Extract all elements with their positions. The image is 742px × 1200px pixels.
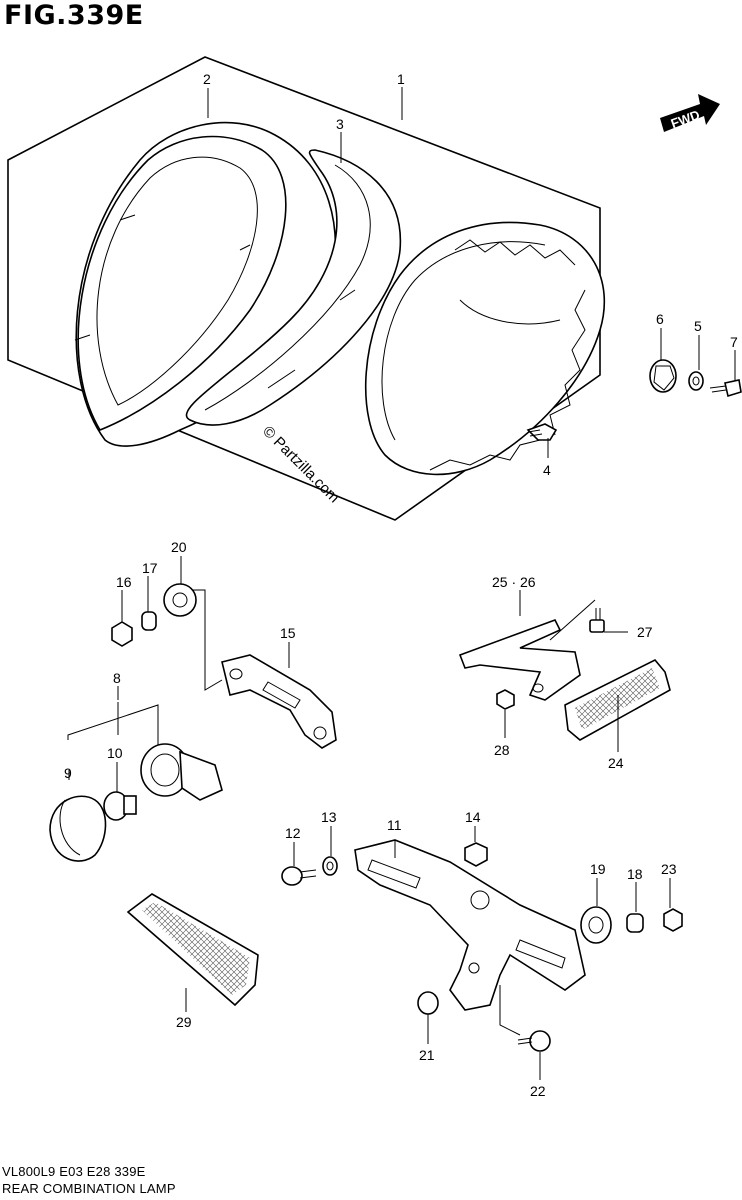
fwd-label: FWD xyxy=(669,107,702,131)
part-20-grommet xyxy=(163,583,197,617)
part-21-nut xyxy=(417,991,439,1015)
callout-1: 1 xyxy=(397,71,405,87)
callout-21: 21 xyxy=(419,1047,435,1063)
callout-25-26: 25 · 26 xyxy=(492,574,536,590)
part-22-screw xyxy=(517,1030,551,1052)
callout-leaders xyxy=(68,87,736,1080)
callout-3: 3 xyxy=(336,116,344,132)
part-18-collar xyxy=(626,913,644,933)
part-4-screw xyxy=(526,423,558,441)
part-14-nut xyxy=(464,842,488,867)
callout-18: 18 xyxy=(627,866,643,882)
watermark: © Partzilla.com xyxy=(259,423,342,506)
callout-6: 6 xyxy=(656,311,664,327)
callout-7: 7 xyxy=(730,334,738,350)
leader-25 xyxy=(549,599,596,641)
figure-caption: REAR COMBINATION LAMP xyxy=(2,1181,176,1196)
callout-17: 17 xyxy=(142,560,158,576)
callout-4: 4 xyxy=(543,462,551,478)
callout-20: 20 xyxy=(171,539,187,555)
callout-19: 19 xyxy=(590,861,606,877)
callout-12: 12 xyxy=(285,825,301,841)
callout-10: 10 xyxy=(107,745,123,761)
part-29-reflector xyxy=(126,893,259,1007)
callout-22: 22 xyxy=(530,1083,546,1099)
part-10-bulb xyxy=(103,791,137,821)
callout-11: 11 xyxy=(387,817,402,833)
callout-8: 8 xyxy=(113,670,121,686)
model-code: VL800L9 E03 E28 339E xyxy=(2,1164,146,1179)
page-title: FIG.339E xyxy=(4,0,144,31)
callout-14: 14 xyxy=(465,809,481,825)
part-12-bolt xyxy=(281,866,317,886)
part-25-26-bracket xyxy=(458,619,581,701)
leader-20-15 xyxy=(192,589,223,691)
part-15-bracket xyxy=(221,654,337,749)
part-6-grommet xyxy=(649,359,677,393)
part-1-lamp-body xyxy=(365,221,605,476)
callout-13: 13 xyxy=(321,809,337,825)
callout-16: 16 xyxy=(116,574,132,590)
part-7-screw xyxy=(709,379,742,398)
part-3-gasket xyxy=(185,149,402,426)
callout-2: 2 xyxy=(203,71,211,87)
forward-arrow-icon: FWD xyxy=(660,94,720,132)
part-13-washer xyxy=(322,856,338,876)
part-17-collar xyxy=(141,611,157,631)
part-27-screw xyxy=(589,608,605,633)
callout-numbers: 1 2 3 4 5 6 7 8 9 10 11 12 13 14 15 16 1… xyxy=(64,71,738,1099)
callout-5: 5 xyxy=(694,318,702,334)
part-28-nut xyxy=(496,689,515,710)
callout-9: 9 xyxy=(64,765,72,781)
callout-27: 27 xyxy=(637,624,653,640)
part-11-bracket xyxy=(354,839,586,1011)
callout-23: 23 xyxy=(661,861,677,877)
part-9-lens xyxy=(49,795,107,862)
leader-22 xyxy=(499,985,521,1036)
part-8-socket xyxy=(140,743,223,801)
part-16-nut xyxy=(111,621,133,647)
assembly-frame xyxy=(7,56,601,521)
callout-28: 28 xyxy=(494,742,510,758)
callout-24: 24 xyxy=(608,755,624,771)
leader-8 xyxy=(67,702,159,745)
part-19-grommet xyxy=(580,906,612,944)
callout-29: 29 xyxy=(176,1014,192,1030)
callout-15: 15 xyxy=(280,625,296,641)
part-23-nut xyxy=(663,908,683,932)
part-5-washer xyxy=(688,371,704,391)
